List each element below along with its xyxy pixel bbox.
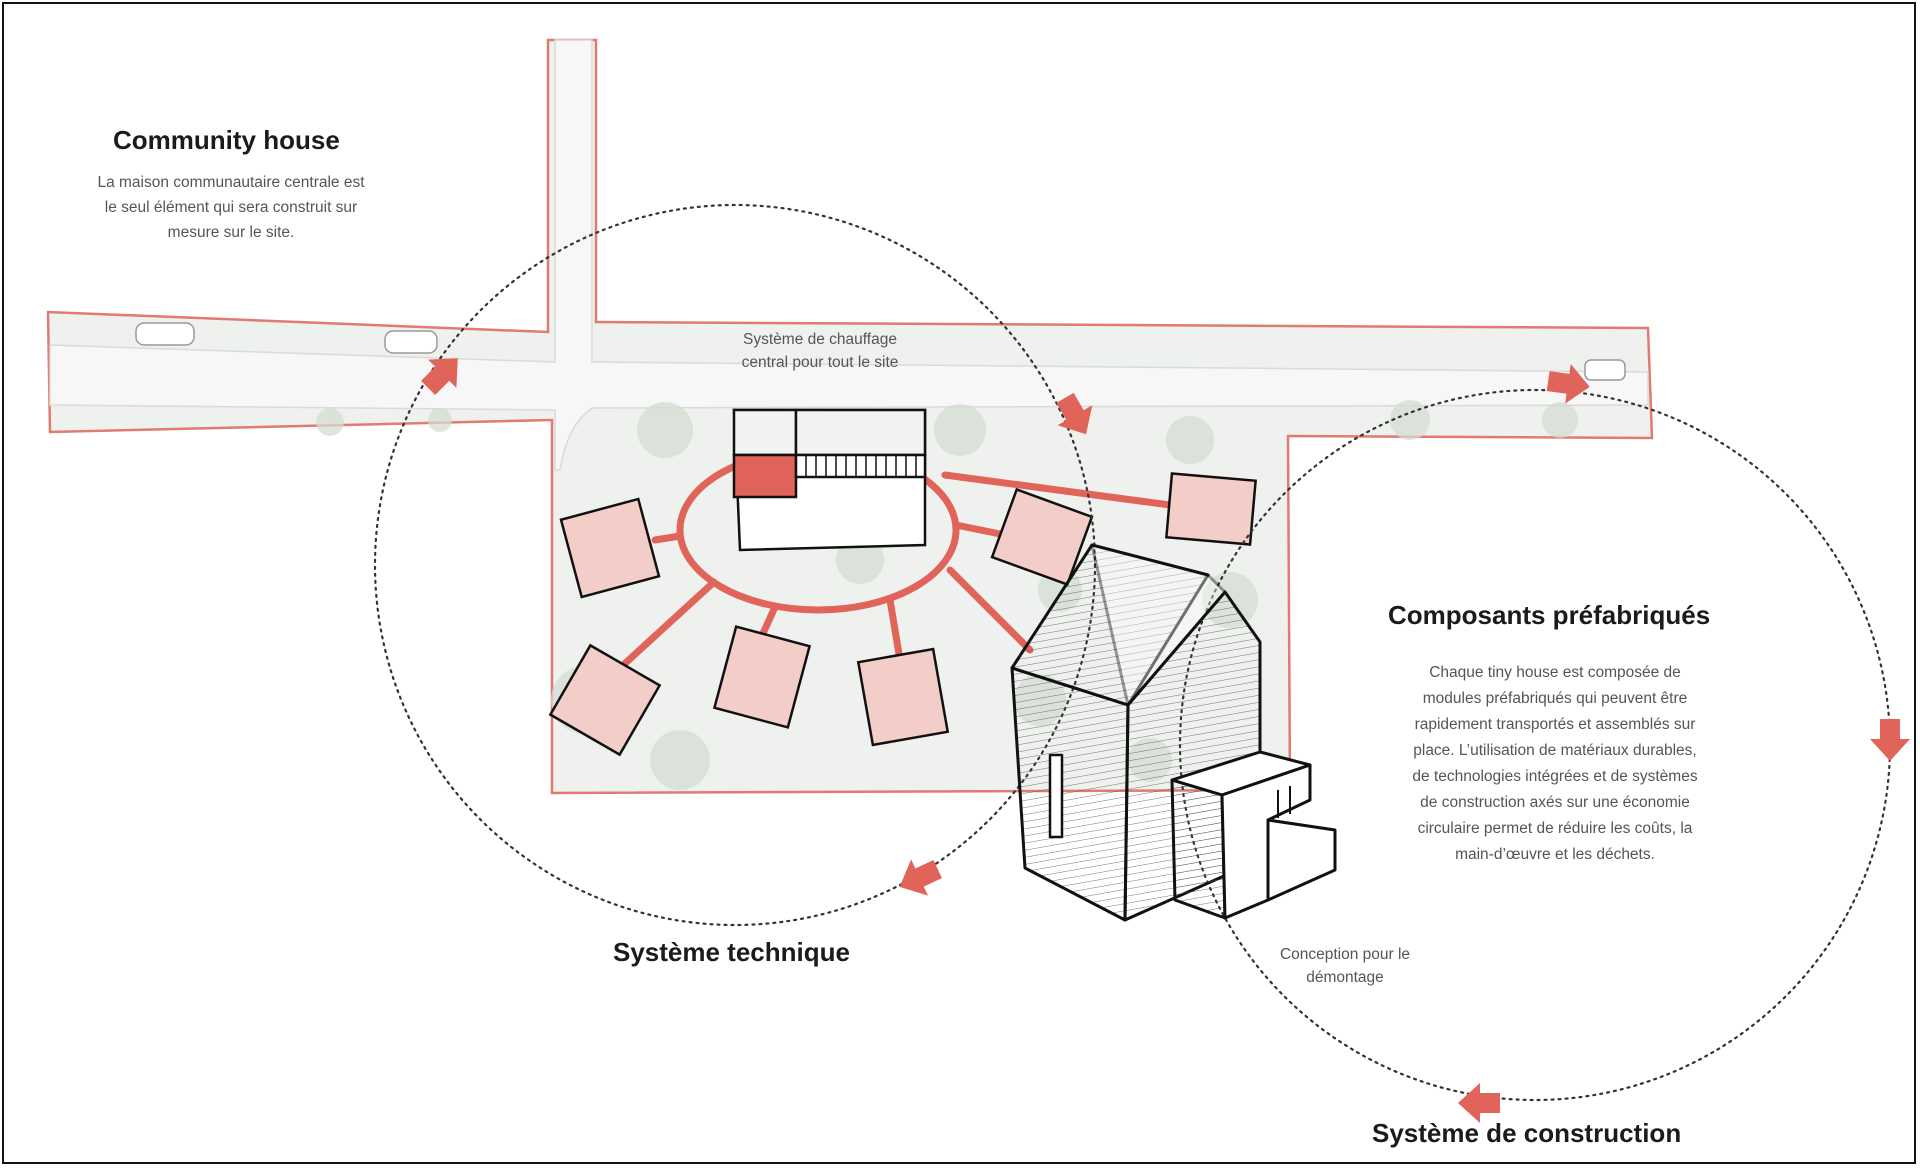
heating-pipe bbox=[952, 521, 1009, 539]
tiny-house-plan bbox=[712, 625, 812, 729]
prefab-components-text: Chaque tiny house est composée de module… bbox=[1412, 664, 1698, 863]
porch-deck bbox=[1266, 818, 1337, 902]
heating-pipe bbox=[616, 578, 718, 672]
technical-system-title: Système technique bbox=[613, 937, 850, 967]
tiny-house-plans bbox=[548, 472, 1257, 757]
arrow-down bbox=[1056, 392, 1093, 435]
wall-left bbox=[1010, 666, 1130, 922]
heating-pipe bbox=[886, 596, 904, 664]
tiny-house-plan bbox=[1165, 472, 1257, 546]
tiny-house-plan bbox=[856, 647, 950, 747]
porch-front bbox=[1170, 778, 1227, 920]
heating-room bbox=[732, 453, 798, 499]
construction-system-title: Système de construction bbox=[1372, 1118, 1682, 1148]
car bbox=[135, 322, 195, 346]
car bbox=[1584, 359, 1626, 381]
community-house-plan bbox=[732, 408, 927, 552]
community-house-text: La maison communautaire centrale est le … bbox=[97, 174, 365, 241]
cycle-arrows bbox=[421, 358, 1910, 1123]
stair-treads bbox=[805, 455, 917, 477]
arrow-up-right bbox=[421, 358, 458, 395]
tiny-house-3d bbox=[1010, 543, 1337, 922]
arrow-right bbox=[1546, 364, 1590, 404]
community-house-title: Community house bbox=[113, 125, 340, 155]
arrow-left bbox=[1458, 1083, 1500, 1123]
heating-network bbox=[616, 446, 1174, 672]
tiny-house-plan bbox=[548, 643, 662, 757]
arrow-down-right bbox=[1870, 719, 1910, 761]
heating-pipe bbox=[946, 566, 1034, 654]
heating-pipe bbox=[651, 532, 684, 544]
heating-pipe bbox=[941, 471, 1174, 509]
disassembly-label: Conception pour le démontage bbox=[1279, 946, 1411, 986]
car bbox=[384, 330, 438, 354]
tiny-house-plan bbox=[990, 487, 1094, 587]
heating-system-label: Système de chauffage central pour tout l… bbox=[741, 331, 899, 371]
house-window bbox=[1048, 753, 1064, 839]
tiny-house-plan bbox=[559, 497, 661, 599]
prefab-components-title: Composants préfabriqués bbox=[1388, 600, 1711, 630]
arrow-down-left bbox=[899, 859, 942, 896]
